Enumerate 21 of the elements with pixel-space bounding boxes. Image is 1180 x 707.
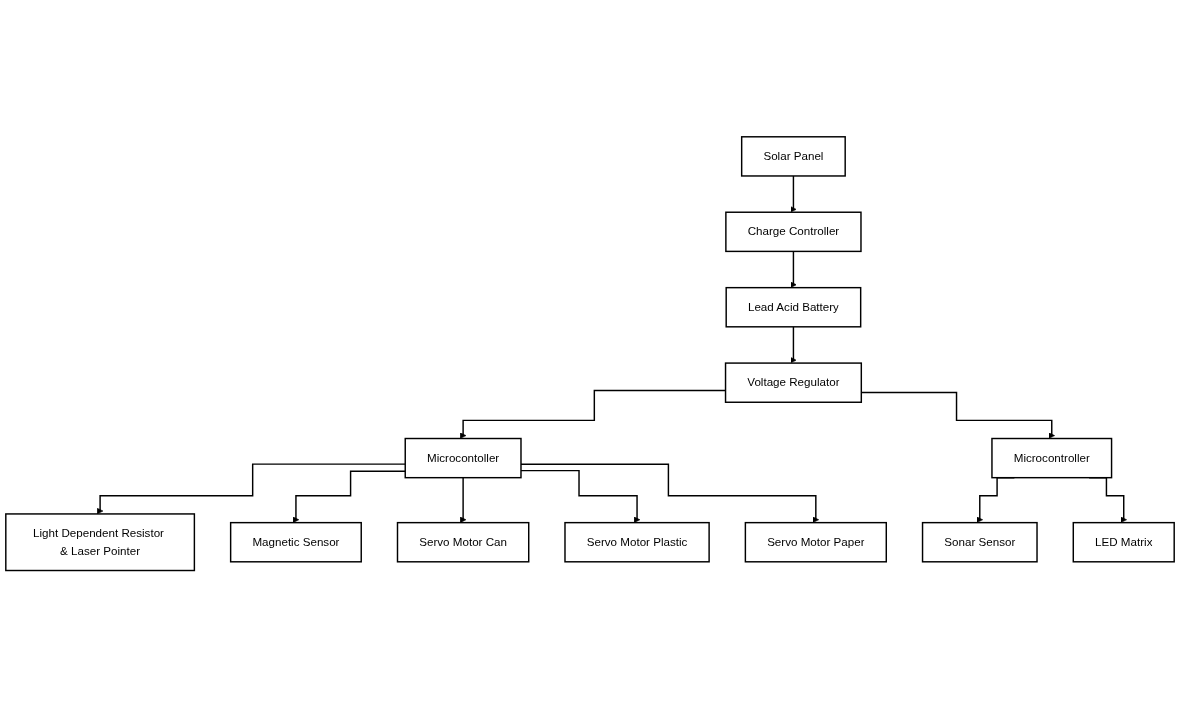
node-box: Lead Acid Battery (725, 286, 862, 328)
arrow (459, 476, 467, 523)
node-box: Voltage Regulator (724, 362, 863, 403)
node-box: Servo Motor Can (396, 521, 530, 563)
arrow (790, 250, 797, 288)
node-box: LED Matrix (1072, 521, 1175, 563)
node-box: Microcontoller (404, 437, 522, 479)
node-box: Microcontroller (991, 437, 1113, 479)
arrow (790, 325, 797, 364)
node-box: Servo Motor Plastic (564, 521, 710, 563)
arrow (520, 463, 819, 523)
arrow (520, 469, 641, 523)
node-box: Light Dependent Resistor & Laser Pointer (5, 513, 196, 572)
node-box: Solar Panel (740, 135, 846, 177)
arrow (292, 470, 406, 523)
arrow (96, 463, 406, 515)
node-box: Sonar Sensor (921, 521, 1038, 563)
arrow (790, 175, 797, 213)
node-box: Charge Controller (725, 211, 862, 252)
node-box: Servo Motor Paper (744, 521, 887, 563)
node-box: Magnetic Sensor (229, 521, 362, 563)
